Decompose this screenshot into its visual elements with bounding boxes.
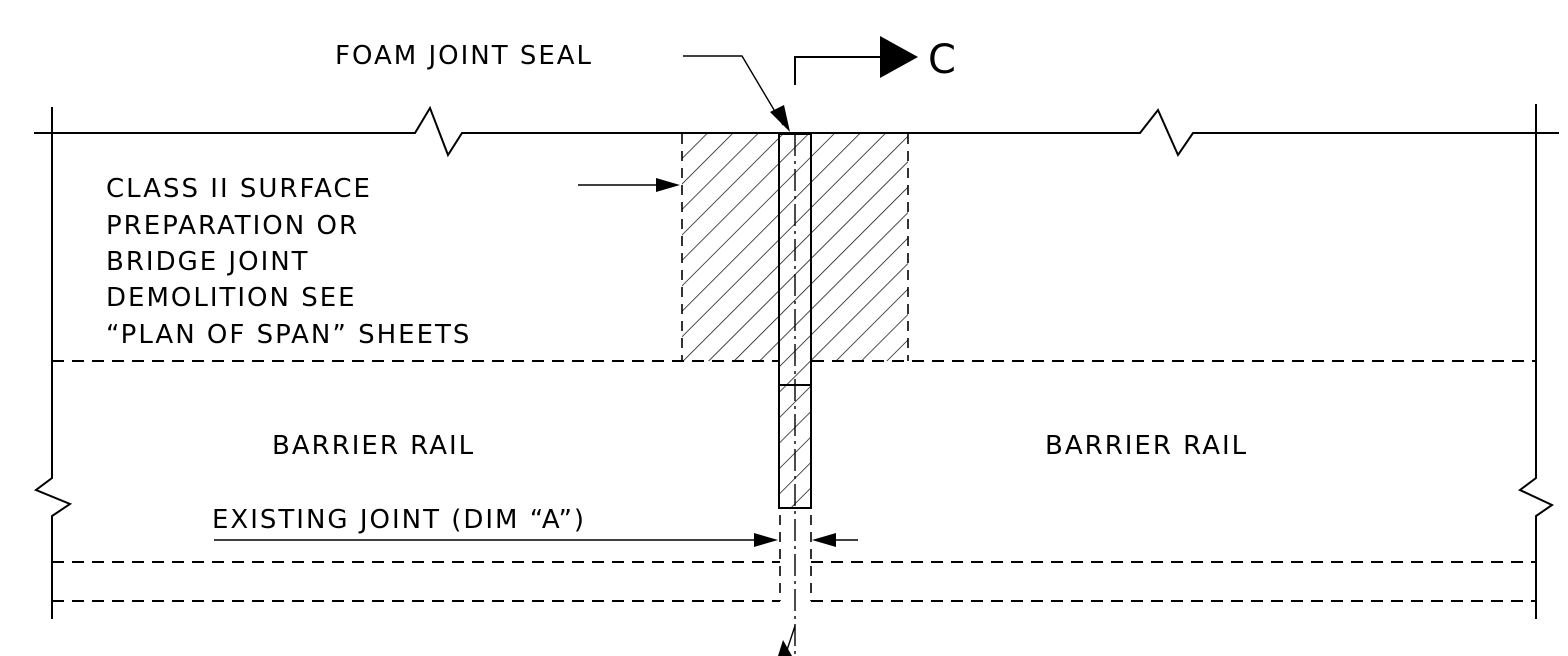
foam-joint-seal-arrowhead-icon	[770, 105, 790, 132]
lower-arrowhead-icon	[778, 640, 792, 656]
left-break-line	[33, 107, 73, 619]
barrier-rail-label-left: BARRIER RAIL	[272, 431, 475, 461]
right-break-line	[1518, 104, 1555, 619]
existing-joint-label: EXISTING JOINT (DIM “A”)	[212, 505, 586, 535]
surface-prep-line-4: DEMOLITION SEE	[106, 283, 357, 313]
surface-prep-line-1: CLASS II SURFACE	[106, 174, 372, 204]
surface-prep-line-3: BRIDGE JOINT	[106, 247, 310, 277]
section-cut-line	[794, 56, 881, 85]
section-letter: C	[928, 37, 956, 83]
foam-joint-seal-label: FOAM JOINT SEAL	[335, 41, 593, 71]
existing-joint-arrowhead-left-icon	[754, 533, 778, 547]
existing-joint-arrowhead-right-icon	[812, 533, 836, 547]
surface-prep-line-5: “PLAN OF SPAN” SHEETS	[106, 320, 471, 350]
surface-prep-arrowhead-icon	[656, 178, 680, 192]
foam-joint-seal-leader	[683, 55, 784, 126]
section-arrow-icon	[880, 36, 918, 78]
barrier-rail-label-right: BARRIER RAIL	[1045, 431, 1248, 461]
surface-prep-line-2: PREPARATION OR	[106, 211, 359, 241]
